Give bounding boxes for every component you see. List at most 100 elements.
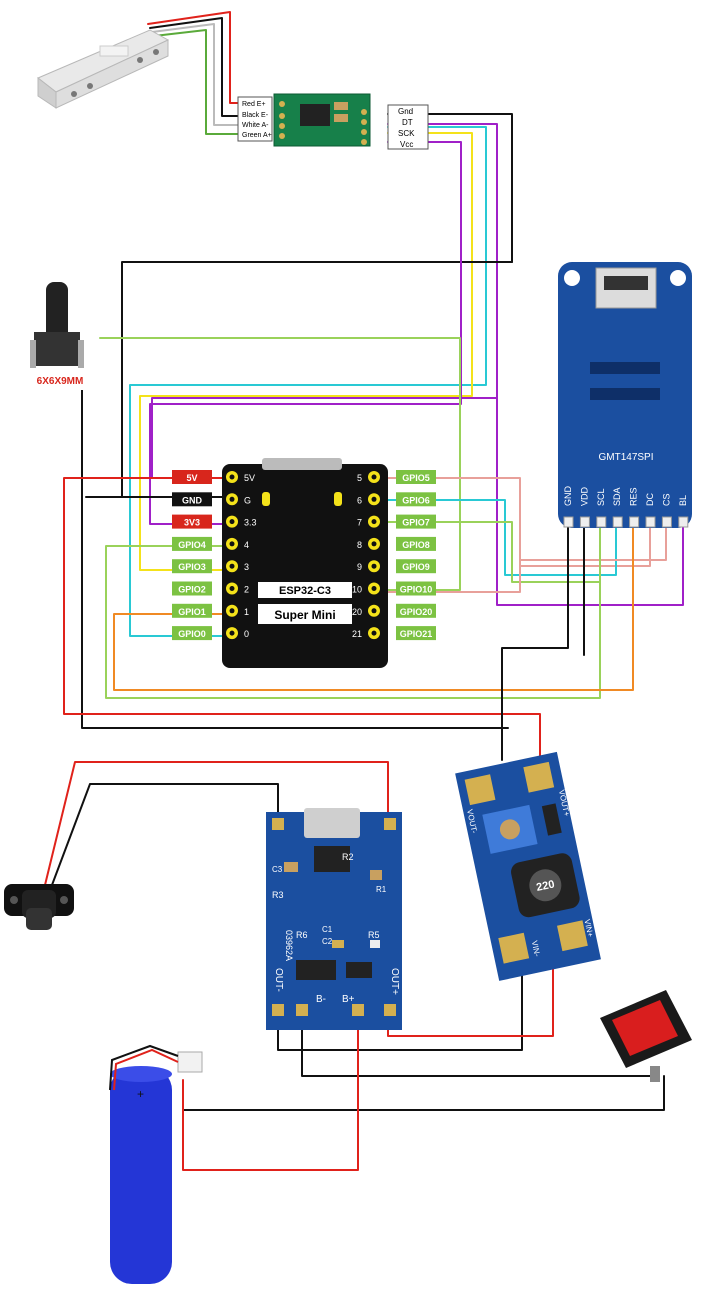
esp-right-pin-hole: [371, 563, 377, 569]
esp-left-pin-label: GPIO4: [178, 540, 206, 550]
usb-c-connector: [4, 884, 74, 930]
display-pin-label: SDA: [612, 487, 622, 506]
display-pin-label: GND: [563, 486, 573, 507]
esp-left-pin-hole: [229, 519, 235, 525]
display-pin-pad: [612, 516, 623, 528]
wire-charger-bminus: [301, 1021, 653, 1077]
wires: [44, 11, 684, 1171]
boost-module: 220 VOUT- VOUT+ VIN- VIN+: [455, 751, 601, 981]
display-pin-label: RES: [629, 487, 639, 506]
esp-right-pin-hole: [371, 496, 377, 502]
esp-left-pin-hole: [229, 586, 235, 591]
esp-left-pin-badge: [172, 559, 212, 574]
charger-label-bminus: B-: [316, 994, 326, 1005]
display-name: GMT147SPI: [598, 452, 653, 463]
wire-charger-outplus: [387, 967, 554, 1037]
display-pin-pad: [596, 516, 607, 528]
wire-switch: [182, 1075, 665, 1111]
wire-usb-red: [44, 761, 389, 886]
esp-right-pin-label: GPIO6: [402, 495, 430, 505]
display-pin-label: DC: [645, 493, 655, 506]
display-pin-pad: [563, 516, 574, 528]
esp-left-pin-hole: [229, 608, 235, 614]
hx-pin-dt: DT: [402, 118, 413, 127]
esp-right-pin-badge: [396, 603, 436, 618]
esp-left-pin-hole: [229, 563, 235, 569]
charger-label-c3: C3: [272, 865, 283, 874]
esp-right-pin-label: GPIO21: [400, 629, 433, 639]
boost-label-vinplus: VIN+: [582, 918, 595, 938]
esp-right-pin-num: 10: [352, 585, 362, 595]
charger-label-outminus: OUT-: [273, 968, 284, 992]
display-pin-pad: [579, 516, 590, 528]
esp-left-pin-label: GND: [182, 495, 203, 505]
wire-purple-display: [496, 397, 684, 606]
esp-left-pin-badge: [172, 581, 212, 596]
esp-left-pin-hole: [229, 496, 235, 502]
esp-left-pin-badge: [172, 626, 212, 641]
esp-right-pin-num: 21: [352, 629, 362, 639]
esp-left-pin-label: 3V3: [184, 518, 200, 528]
esp-left-pin-num: G: [244, 495, 251, 505]
esp-left-pin-badge: [172, 536, 212, 551]
esp-right-pin-hole: [371, 519, 377, 525]
hx-wire-label-1: Black E-: [242, 112, 269, 119]
esp32-name-2: Super Mini: [274, 608, 335, 622]
display-pin-label: VDD: [579, 486, 589, 506]
esp-right-pin-num: 9: [357, 562, 362, 572]
display-pin-pad: [661, 516, 672, 528]
esp-left-pin-badge: [172, 470, 212, 484]
esp-left-pin-badge: [172, 603, 212, 618]
boost-label-vinminus: VIN-: [530, 940, 542, 958]
esp-left-pin-hole: [229, 541, 235, 547]
esp-right-pin-badge: [396, 536, 436, 551]
hx711-module: Red E+ Black E- White A- Green A+ Gnd DT…: [237, 93, 429, 150]
wire-display-gnd: [501, 526, 569, 761]
esp-left-pin-label: GPIO0: [178, 629, 206, 639]
esp-left-pin-hole: [229, 630, 235, 636]
esp-right-pin-badge: [396, 514, 436, 529]
esp-left-pin-label: GPIO3: [178, 562, 206, 572]
display-pin-pad: [629, 516, 640, 528]
esp-right-pin-badge: [396, 470, 436, 484]
hx-wire-label-0: Red E+: [242, 101, 266, 108]
wire-usb-black: [51, 783, 279, 886]
esp-right-pin-num: 7: [357, 518, 362, 528]
display-pin-label: SCL: [596, 488, 606, 506]
wire-hx-dt-cyan: [129, 126, 487, 637]
esp32-name-1: ESP32-C3: [279, 585, 331, 597]
display-pin-pad: [645, 516, 656, 528]
esp-right-pin-badge: [396, 492, 436, 507]
esp-left-pin-num: 5V: [244, 473, 255, 483]
esp-left-pin-num: 3: [244, 562, 249, 572]
push-button: 6X6X9MM: [22, 280, 98, 390]
esp-left-pin-badge: [172, 492, 212, 507]
esp-right-pin-num: 5: [357, 473, 362, 483]
esp-right-pin-hole: [371, 541, 377, 547]
wire-charger-outminus: [277, 967, 523, 1051]
hx-pin-gnd: Gnd: [398, 107, 413, 116]
charger-label-outplus: OUT+: [389, 968, 400, 995]
esp-left-pin-label: 5V: [186, 473, 197, 483]
charger-label-c2: C2: [322, 937, 333, 946]
esp-left-pin-num: 1: [244, 607, 249, 617]
esp-right-pin-hole: [371, 586, 377, 591]
esp-left-pin-badge: [172, 514, 212, 529]
esp-right-pin-badge: [396, 626, 436, 641]
battery-cell: +: [109, 1044, 203, 1284]
esp-left-pin-num: 3.3: [244, 518, 257, 528]
esp-right-pin-label: GPIO10: [400, 585, 433, 595]
esp-right-pin-hole: [371, 474, 377, 480]
wire-hx-gnd: [387, 113, 513, 263]
esp-left-pin-num: 4: [244, 540, 249, 550]
esp-right-pin-badge: [396, 559, 436, 574]
esp-right-pin-label: GPIO20: [400, 607, 433, 617]
wire-load-green: [153, 29, 241, 135]
esp-right-pin-num: 8: [357, 540, 362, 550]
esp-right-pin-hole: [371, 630, 377, 636]
wire-load-black: [149, 17, 241, 117]
